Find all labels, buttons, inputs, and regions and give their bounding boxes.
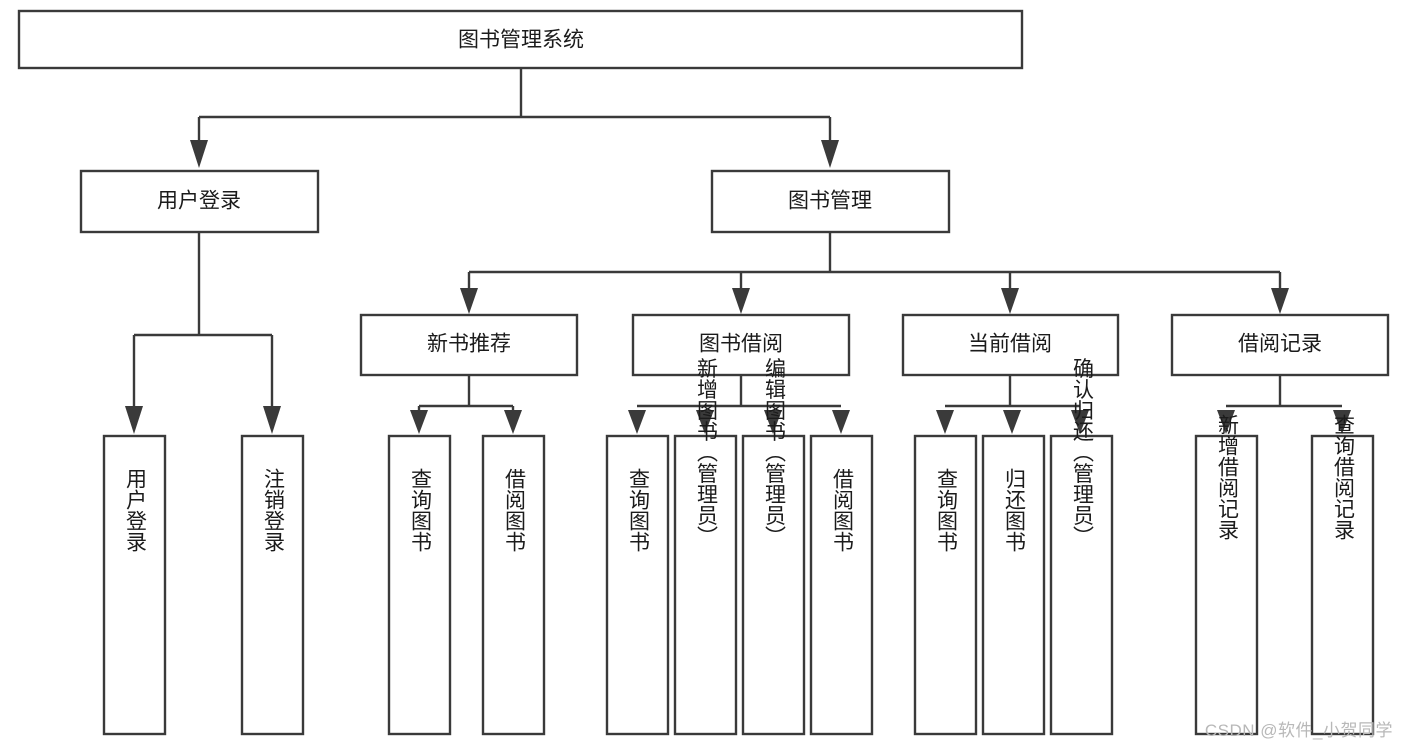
node-book-borrow-label: 图书借阅 [699,333,783,356]
arrow-head-book-mgmt [821,140,839,168]
arrow-head-new-books [460,288,478,314]
connector-group-new-books [410,375,522,434]
node-current-borrow-label: 当前借阅 [968,333,1052,356]
node-leaf-edit-book-box [741,434,806,736]
arrow-head-leaf-confirm-return [1071,410,1089,434]
node-user-login-label: 用户登录 [157,190,241,213]
node-leaf-edit-book[interactable]: 编辑图书（管理员） [741,358,806,736]
node-current-borrow[interactable]: 当前借阅 [901,313,1120,377]
arrow-head-leaf-query-record [1333,410,1351,434]
connector-group-book-borrow [628,375,850,434]
arrow-head-leaf-logout [263,406,281,434]
node-book-borrow-box [631,313,851,377]
node-leaf-confirm-return[interactable]: 确认归还（管理员） [1049,358,1114,736]
node-leaf-query-book-current-label: 查询图书 [935,468,959,552]
node-leaf-return-book-label: 归还图书 [1003,468,1027,552]
node-leaf-return-book[interactable]: 归还图书 [981,434,1046,736]
node-new-book-recommend[interactable]: 新书推荐 [359,313,579,377]
node-leaf-confirm-return-box [1049,434,1114,736]
arrow-head-leaf-edit-book [764,410,782,434]
node-leaf-user-login[interactable]: 用户登录 [102,434,167,736]
node-borrow-record[interactable]: 借阅记录 [1170,313,1390,377]
arrow-head-borrow-record [1271,288,1289,314]
node-leaf-logout-label: 注销登录 [262,468,286,552]
node-leaf-user-login-label: 用户登录 [124,468,148,552]
node-root-system-box [17,9,1024,70]
node-leaf-borrow-book[interactable]: 借阅图书 [809,434,874,736]
node-leaf-query-book-recommend[interactable]: 查询图书 [387,434,452,736]
node-book-borrow[interactable]: 图书借阅 [631,313,851,377]
node-user-login-box [79,169,320,234]
node-root-system-label: 图书管理系统 [458,29,584,52]
arrow-head-user-login [190,140,208,168]
node-leaf-add-book[interactable]: 新增图书（管理员） [673,358,738,736]
node-leaf-query-book-recommend-box [387,434,452,736]
node-book-management-label: 图书管理 [788,190,872,213]
arrow-head-leaf-borrow-book-1 [504,410,522,434]
node-leaf-query-book-borrow-label: 查询图书 [627,468,651,552]
arrow-head-book-borrow [732,288,750,314]
connector-group-borrow-record [1217,375,1351,434]
node-leaf-add-borrow-record-label: 新增借阅记录 [1216,414,1240,540]
node-leaf-add-borrow-record[interactable]: 新增借阅记录 [1194,414,1259,736]
node-leaf-return-book-box [981,434,1046,736]
arrow-head-current-borrow [1001,288,1019,314]
connector-group-user-login [125,232,281,434]
node-leaf-query-book-borrow[interactable]: 查询图书 [605,434,670,736]
node-leaf-add-book-label: 新增图书（管理员） [695,358,719,547]
node-new-book-recommend-box [359,313,579,377]
arrow-head-leaf-return-book [1003,410,1021,434]
node-leaf-borrow-book-label: 借阅图书 [831,468,855,552]
arrow-head-leaf-query-book-2 [628,410,646,434]
node-current-borrow-box [901,313,1120,377]
node-leaf-edit-book-label: 编辑图书（管理员） [763,358,787,547]
node-leaf-query-book-borrow-box [605,434,670,736]
arrow-head-leaf-add-book [696,410,714,434]
node-borrow-record-label: 借阅记录 [1238,333,1322,356]
node-leaf-query-borrow-record-box [1310,434,1375,736]
node-leaf-add-book-box [673,434,738,736]
node-leaf-query-book-current-box [913,434,978,736]
node-user-login[interactable]: 用户登录 [79,169,320,234]
node-leaf-borrow-book-recommend[interactable]: 借阅图书 [481,434,546,736]
node-leaf-borrow-book-recommend-box [481,434,546,736]
connector-group-current-borrow [936,375,1089,434]
node-book-management-box [710,169,951,234]
node-leaf-confirm-return-label: 确认归还（管理员） [1071,358,1095,547]
node-leaf-query-book-current[interactable]: 查询图书 [913,434,978,736]
node-leaf-logout[interactable]: 注销登录 [240,434,305,736]
node-leaf-add-borrow-record-box [1194,434,1259,736]
arrow-head-leaf-query-book-3 [936,410,954,434]
node-book-management[interactable]: 图书管理 [710,169,951,234]
arrow-head-leaf-user-login [125,406,143,434]
arrow-head-leaf-add-record [1217,410,1235,434]
node-leaf-query-borrow-record[interactable]: 查询借阅记录 [1310,414,1375,736]
node-leaf-borrow-book-box [809,434,874,736]
connector-group-book-mgmt [460,232,1289,314]
arrow-head-leaf-borrow-book-2 [832,410,850,434]
node-leaf-query-borrow-record-label: 查询借阅记录 [1332,414,1356,540]
node-leaf-user-login-box [102,434,167,736]
connector-group-root [190,68,839,168]
arrow-head-leaf-query-book-1 [410,410,428,434]
node-root-system[interactable]: 图书管理系统 [17,9,1024,70]
node-borrow-record-box [1170,313,1390,377]
node-leaf-query-book-recommend-label: 查询图书 [409,468,433,552]
node-new-book-recommend-label: 新书推荐 [427,333,511,356]
node-leaf-borrow-book-recommend-label: 借阅图书 [503,468,527,552]
csdn-watermark: CSDN @软件_小贺同学 [1204,721,1393,740]
node-leaf-logout-box [240,434,305,736]
